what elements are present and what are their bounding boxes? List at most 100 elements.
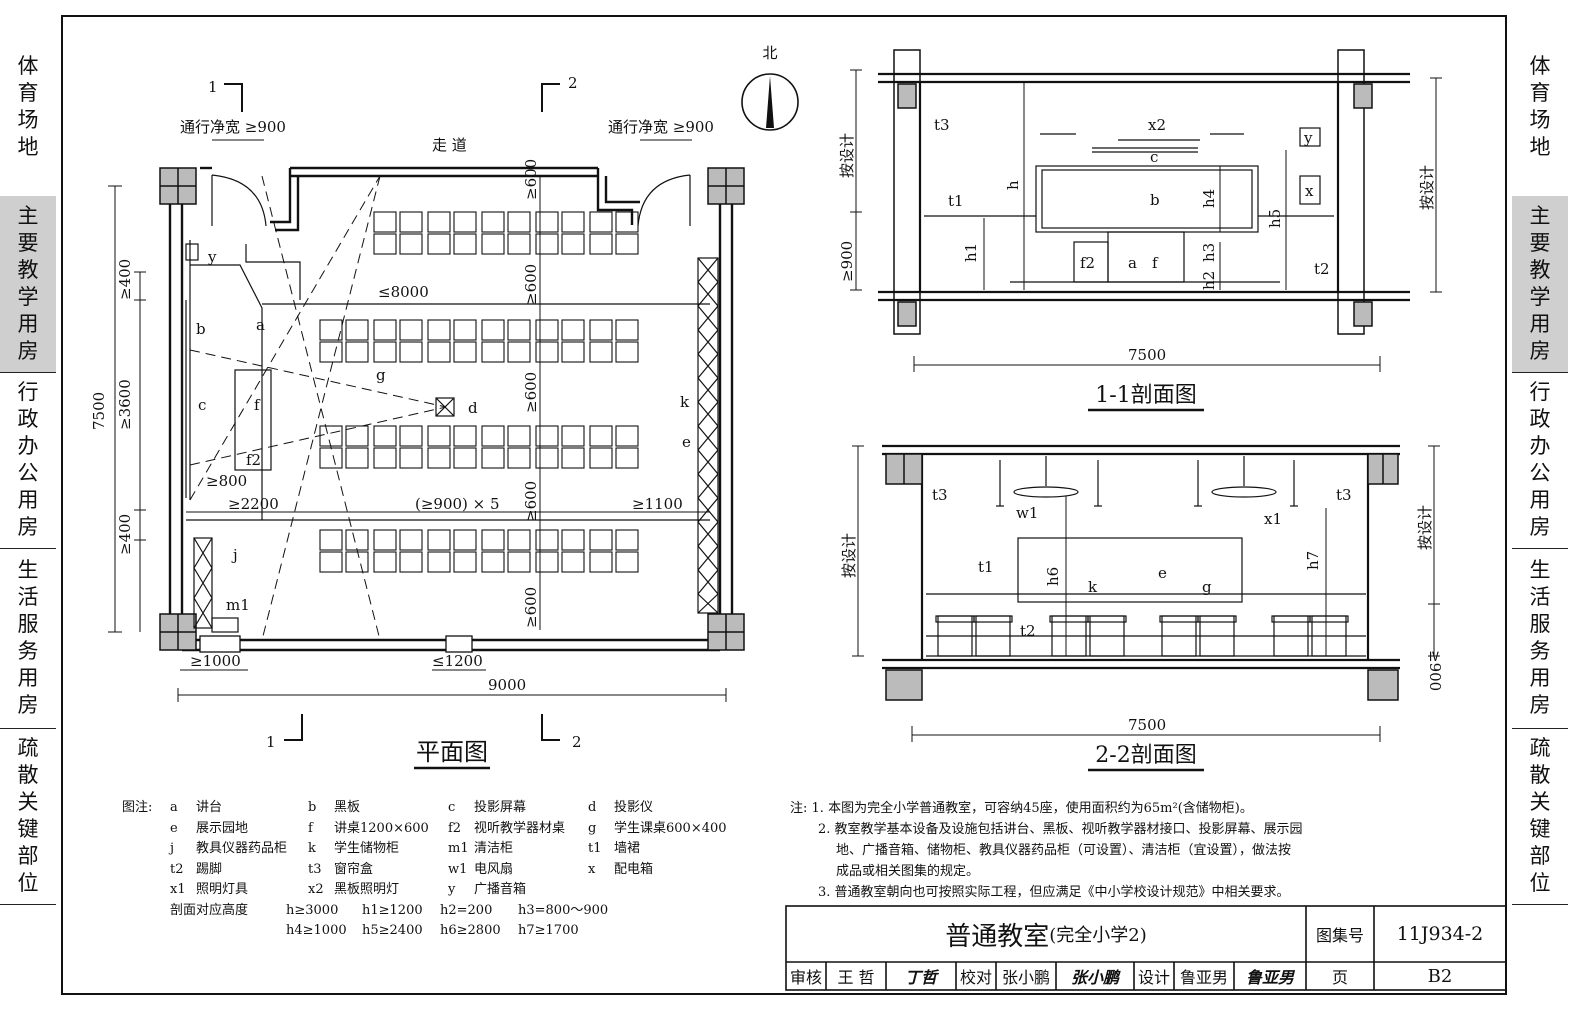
legend-key: k [308,841,316,856]
desk-top [1309,615,1349,623]
desk [399,341,423,363]
desk [589,425,613,447]
side-tab[interactable]: 主要教学用房 [1512,196,1568,373]
desk [399,447,423,469]
desk [615,447,639,469]
desk [319,341,343,363]
side-tab-char: 务 [17,639,39,663]
side-tab[interactable]: 行政办公用房 [1512,372,1568,549]
desk [589,447,613,469]
desk [615,529,639,551]
desk [507,447,531,469]
desk [345,341,369,363]
desk [399,319,423,341]
label-j: j [231,546,238,564]
desk [399,425,423,447]
side-tab[interactable]: 生活服务用房 [0,548,56,729]
s1-label-f2: f2 [1080,254,1095,272]
side-tab-char: 办 [17,434,39,458]
section-height-value: h6≥2800 [440,923,501,938]
section-mark-2-bottom: 2 [572,733,582,751]
s1-label-t3: t3 [934,116,950,134]
total-depth-dim: 7500 [90,392,108,430]
side-tab-char: 散 [17,763,39,787]
side-tab-char: 键 [17,817,39,841]
section-mark-1-top: 1 [208,78,218,96]
side-tab[interactable]: 生活服务用房 [1512,548,1568,729]
side-tab-char: 用 [17,666,39,690]
desk [427,211,451,233]
side-tab-char: 场 [1529,108,1551,132]
desk [319,551,343,573]
desk [481,211,505,233]
side-tab[interactable]: 体育场地 [0,18,56,197]
side-tab-char: 育 [1529,81,1551,105]
north-arrow-icon [741,73,799,131]
side-tab-char: 主 [17,204,39,228]
desk [535,341,559,363]
desk [373,425,397,447]
side-tab[interactable]: 疏散关键部位 [0,728,56,905]
desk [615,551,639,573]
side-tab-char: 政 [1529,407,1551,431]
title-block-grid [785,905,1507,991]
side-tab-char: 房 [1529,515,1551,539]
section-height-value: h4≥1000 [286,923,347,938]
side-tab[interactable]: 疏散关键部位 [1512,728,1568,905]
desk [481,319,505,341]
title-block: 普通教室(完全小学2) 图集号 11J934-2 审核 王 哲 丁哲 校对 张小… [786,906,1506,990]
side-tab-char: 用 [17,312,39,336]
desk [345,551,369,573]
side-tab[interactable]: 体育场地 [1512,18,1568,197]
legend-key: w1 [448,861,468,877]
label-f2: f2 [246,451,261,469]
label-d: d [468,399,478,417]
projector-icon [435,397,455,417]
side-tab-char: 房 [17,339,39,363]
side-tab[interactable]: 行政办公用房 [0,372,56,549]
s1-width-dim: 7500 [1128,346,1166,364]
notes-heading: 注: [790,801,808,816]
s2-by-design-right: 按设计 [1416,505,1434,550]
atlas-label: 图集号 [1315,926,1364,945]
side-tab-char: 办 [1529,434,1551,458]
desk [481,425,505,447]
doors [211,174,691,300]
label-a: a [256,316,265,334]
s1-label-h4: h4 [1200,189,1218,208]
side-tab-char: 行 [17,380,39,404]
heights-heading: 剖面对应高度 [170,902,249,918]
legend-key: j [170,841,175,856]
side-tab-char: 关 [1529,790,1551,814]
student-lockers [697,257,719,614]
side-tab-char: 体 [1529,54,1551,78]
side-tab-char: 位 [17,871,39,895]
side-tab[interactable]: 主要教学用房 [0,196,56,373]
section-1-title: 1-1剖面图 [1095,383,1196,408]
desk [535,233,559,255]
legend-key: a [170,800,178,815]
board-width-dim: ≤8000 [378,283,429,301]
desk [615,341,639,363]
side-tab-char: 房 [1529,339,1551,363]
desk [589,319,613,341]
floor-plan: 北 [90,44,799,770]
side-tab-char: 活 [1529,585,1551,609]
s2-label-t3-right: t3 [1336,486,1352,504]
side-tab-char: 育 [17,81,39,105]
legend-value: 踢脚 [196,861,223,877]
legend-key: c [448,800,456,815]
north-label: 北 [762,44,777,62]
s2-by-design: 按设计 [840,533,858,578]
checker-signature: 张小鹏 [1070,968,1119,987]
desk [481,551,505,573]
legend-value: 墙裙 [614,841,641,856]
side-tab-char: 要 [1529,231,1551,255]
reviewer-signature: 丁哲 [904,968,937,987]
